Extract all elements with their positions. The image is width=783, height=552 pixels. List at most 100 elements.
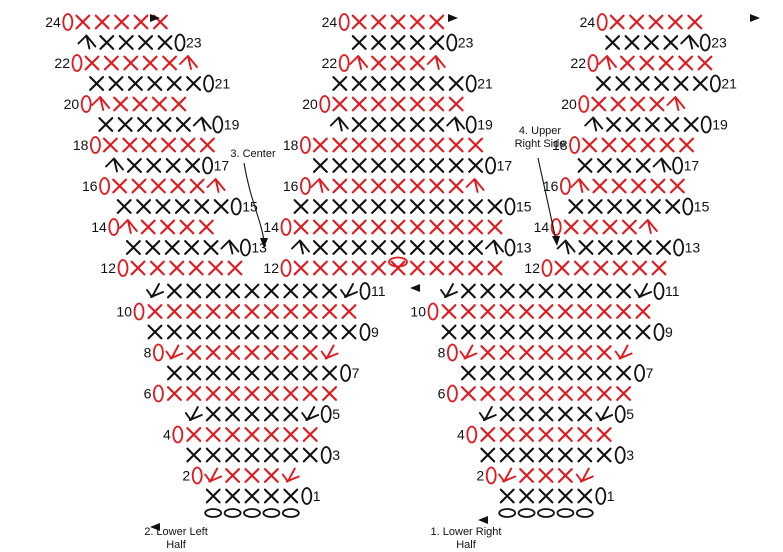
foundation-chain [556, 508, 575, 518]
stitch-sc [263, 468, 279, 483]
row-number: 16 [543, 178, 559, 194]
arrowhead-upper-right [552, 236, 560, 246]
row-number: 10 [116, 304, 132, 320]
row-turn-oval [319, 95, 331, 113]
stitch-sc [499, 324, 515, 340]
stitch-sc [626, 199, 642, 214]
stitch-sc [225, 468, 241, 483]
row-number: 23 [186, 35, 202, 51]
stitch-sc [189, 178, 205, 194]
stitch-sc [519, 386, 535, 401]
stitch-sc [332, 76, 348, 91]
stitch-sc [371, 199, 387, 214]
stitch-sc [302, 304, 318, 319]
row-number: 21 [477, 76, 493, 92]
foundation-chain [262, 508, 281, 518]
stitch-sc [94, 14, 110, 30]
label-lower-right-half: Half [456, 539, 477, 551]
stitch-sc [332, 260, 348, 276]
row-number: 12 [524, 260, 540, 276]
stitch-sc [596, 447, 612, 463]
stitch-sc [665, 199, 681, 214]
stitch-sc [538, 406, 554, 422]
stitch-sc [648, 14, 664, 30]
stitch-sc [649, 96, 665, 112]
start-triangle [448, 14, 458, 22]
stitch-sc [170, 178, 186, 194]
stitch-sc [519, 365, 535, 381]
stitch-sc [606, 117, 622, 132]
stitch-sc [616, 283, 632, 299]
stitch-sc [390, 137, 406, 153]
row-turn-oval [653, 282, 665, 300]
stitch-sc [409, 55, 425, 71]
stitch-sc [174, 199, 190, 214]
row-number: 5 [626, 406, 634, 422]
label-layer: 1234567891011123456789101112131415161718… [45, 14, 737, 551]
stitch-sc [654, 76, 670, 91]
stitch-sc [468, 199, 484, 214]
stitch-sc [659, 137, 675, 153]
stitch-sc [602, 219, 618, 235]
stitch-sc [640, 137, 656, 153]
row-turn-oval [117, 259, 129, 277]
stitch-sc [667, 14, 683, 30]
stitch-dec [105, 157, 124, 173]
stitch-sc [166, 386, 182, 401]
stitch-sc [448, 76, 464, 91]
row-number: 20 [302, 96, 318, 112]
stitch-sc [557, 283, 573, 299]
foundation-chain [575, 508, 594, 518]
row-turn-oval [504, 238, 516, 257]
stitch-sc [448, 199, 464, 214]
stitch-sc [619, 55, 635, 71]
stitch-sc [582, 137, 598, 153]
stitch-sc [596, 345, 612, 360]
row-turn-oval [672, 156, 683, 175]
row-turn-oval [446, 33, 458, 52]
stitch-sc [186, 345, 202, 360]
stitch-sc [629, 14, 645, 30]
stitch-sc [583, 219, 599, 235]
row-turn-oval [338, 54, 350, 72]
stitch-sc [519, 324, 535, 340]
stitch-sc [616, 386, 632, 401]
stitch-sc [118, 35, 134, 50]
stitch-sc [186, 76, 202, 91]
stitch-sc [596, 324, 612, 340]
row-number: 16 [283, 178, 299, 194]
stitch-sc [302, 447, 318, 463]
stitch-sc [263, 283, 279, 299]
stitch-sc [371, 76, 387, 91]
row-number: 4 [163, 427, 171, 443]
stitch-dec [598, 55, 617, 70]
stitch-sc [332, 96, 348, 112]
stitch-sc [169, 260, 185, 276]
stitch-sc [371, 55, 387, 71]
stitch-dec [329, 116, 349, 132]
stitch-sc [263, 427, 279, 442]
row-number: 13 [516, 240, 532, 256]
row-number: 12 [263, 260, 279, 276]
foundation-chain [498, 508, 517, 518]
row-turn-oval [230, 197, 242, 216]
stitch-sc [351, 137, 367, 153]
row-number: 3 [332, 447, 340, 463]
row-turn-oval [191, 466, 203, 485]
stitch-sc [123, 55, 139, 71]
stitch-sc [624, 35, 640, 50]
stitch-sc [171, 96, 187, 112]
row-turn-oval [172, 425, 184, 444]
stitch-sc [538, 447, 554, 463]
stitch-sc [371, 137, 387, 153]
stitch-sc [448, 240, 464, 255]
stitch-sc [557, 324, 573, 340]
stitch-sc [371, 35, 387, 50]
start-triangle [478, 516, 488, 524]
stitch-inc [340, 283, 358, 298]
stitch-sc [205, 345, 221, 360]
stitch-inc [498, 467, 517, 483]
stitch-sc [429, 117, 445, 132]
stitch-sc [351, 178, 367, 194]
stitch-dec [220, 239, 240, 255]
